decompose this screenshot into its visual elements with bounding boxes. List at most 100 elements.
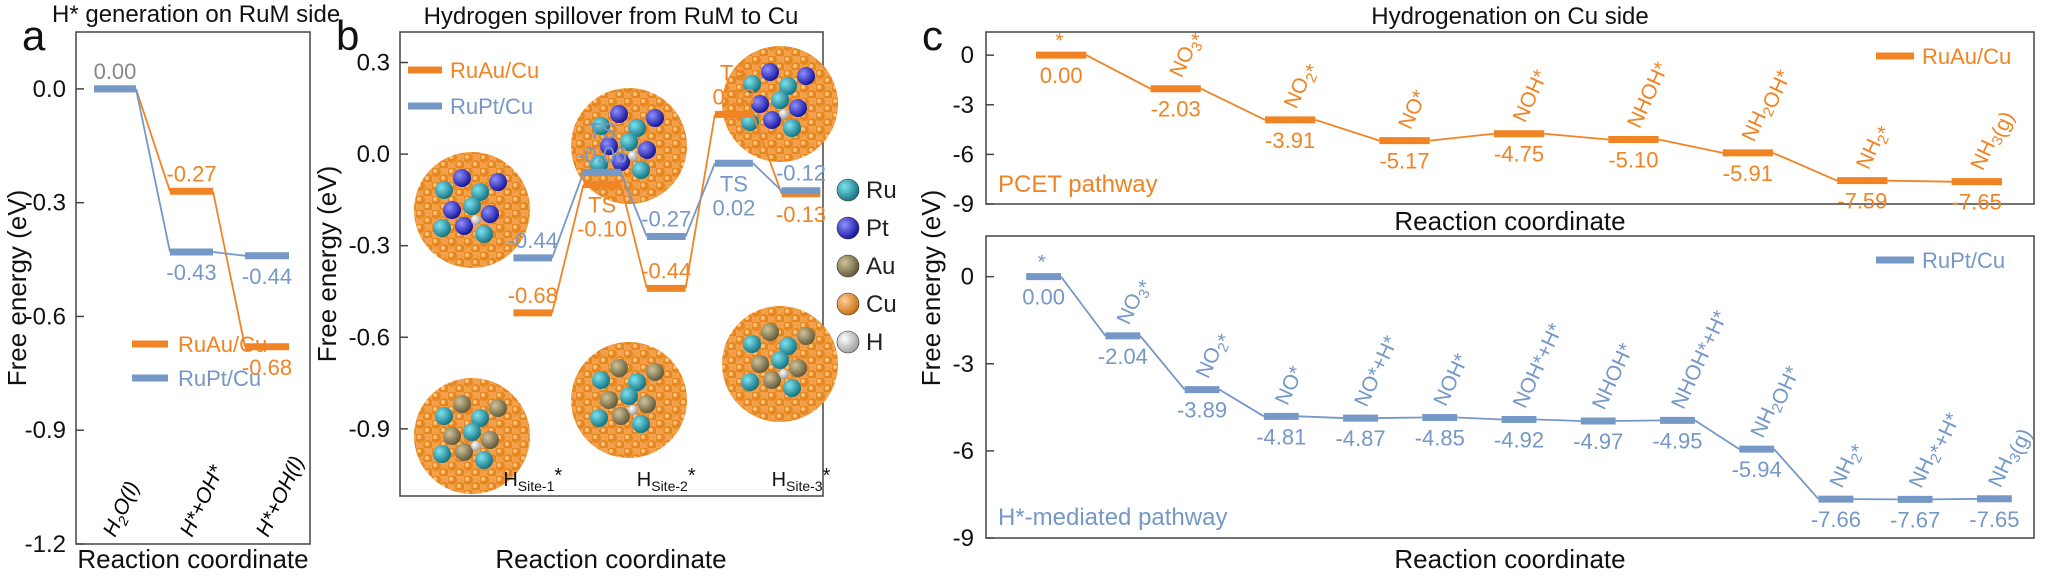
panel-c1-value-label: -5.17 [1379,149,1429,174]
metal-atom [489,399,507,417]
panel-c2-state-label: NO* [1271,363,1309,409]
metal-atom [481,205,499,223]
panel-c1-ytick-label: -9 [953,191,974,218]
panel-c1-connector [1086,55,1150,89]
h-atom [471,215,481,225]
panel-c1-state-label: NHOH* [1623,58,1673,131]
metal-atom [433,219,451,237]
panel-a-state-text: H*+OH(l) [252,453,309,540]
panel-c2-state-text: NOH*+H* [1509,320,1568,412]
panel-c2-value-label: -4.87 [1335,426,1385,451]
panel-c2-state-text: NO3* [1113,275,1159,330]
metal-atom [463,423,481,441]
panel-c2-state-text: NH2OH* [1746,361,1804,444]
structure-inset-atoms [571,342,687,458]
panel-a-rupt-value-label: -0.43 [166,260,216,285]
panel-c1-state-text: NH3(g) [1966,106,2019,176]
panel-b-rua-value-label: -0.10 [577,217,627,242]
panel-b-title: Hydrogen spillover from RuM to Cu [424,3,799,30]
metal-atom [592,371,610,389]
panel-c1-value-label: -2.03 [1151,97,1201,122]
panel-b-state-label: HSite-2* [637,465,696,494]
structure-inset [571,342,687,458]
panel-c2-state-label: NO*+H* [1350,332,1403,410]
panel-b-rupt-value-label: -0.12 [776,161,826,186]
metal-atom [789,359,807,377]
metal-atom [433,445,451,463]
panel-a-state-text: H*+OH* [176,461,229,540]
panel-c2-state-label: NH2* [1826,439,1871,493]
panel-c1-connector [1659,140,1723,153]
metal-atom [453,169,471,187]
panel-c1-legend-label: RuAu/Cu [1922,44,2011,69]
panel-b-state-label: HSite-1* [503,465,562,494]
panel-b-rua-ts-label: TS [720,60,748,85]
metal-atom [455,443,473,461]
panel-c-ylabel: Free energy (eV) [916,190,946,387]
metal-atom [638,141,656,159]
metal-atom [783,119,801,137]
panel-b-element-swatch-ru [837,179,859,201]
panel-c1-state-label: NH2OH* [1738,64,1796,147]
panel-c2-state-text: NO2* [1192,329,1238,384]
panel-b-rupt-value-label: 0.02 [713,195,756,220]
panel-c2-state-text: NHOH* [1588,340,1638,413]
panel-c2-value-label: -3.89 [1177,398,1227,423]
metal-atom [443,427,461,445]
panel-c1-value-label: -5.10 [1608,148,1658,173]
panel-c1-state-text: NHOH* [1623,58,1673,131]
panel-c2-annotation: H*-mediated pathway [998,504,1227,531]
panel-c2-state-text: NH2*+H* [1905,407,1965,493]
panel-c1-ytick-label: -3 [953,92,974,119]
panel-c2-connector [1536,420,1580,421]
panel-c-letter: c [922,12,943,59]
panel-c2-state-label: NO2* [1192,329,1238,384]
panel-c1-state-text: NOH* [1509,66,1553,125]
panel-c1-value-label: -5.91 [1723,161,1773,186]
panel-c1-state-text: NH2* [1852,121,1897,175]
panel-a-ytick-label: 0.0 [33,76,66,103]
panel-a-ytick-label: -1.2 [25,531,66,558]
panel-b-element-label: H [866,329,883,356]
panel-c1-annotation: PCET pathway [998,171,1158,198]
metal-atom [475,225,493,243]
panel-b-state-label: HSite-3* [772,465,831,494]
metal-atom [771,351,789,369]
panel-c2-legend-label: RuPt/Cu [1922,248,2005,273]
panel-c1-state-label: NO2* [1280,59,1326,114]
structure-inset-atoms [722,306,838,422]
panel-b-rupt-value-label: -0.44 [508,228,558,253]
panel-c2-state-label: NH3(g) [1984,423,2037,493]
panel-c1-ytick-label: 0 [961,42,974,69]
panel-c1-xlabel: Reaction coordinate [1394,206,1625,236]
panel-c2-state-text: NO*+H* [1350,332,1403,410]
panel-c2-value-label: -7.66 [1811,507,1861,532]
panel-c2-ytick-label: -9 [953,525,974,552]
metal-atom [620,387,638,405]
h-atom [779,369,789,379]
panel-b-ytick-label: -0.3 [349,233,390,260]
panel-c1-connector [1888,181,1952,182]
metal-atom [612,407,630,425]
panel-c1-state-text: NH2OH* [1738,64,1796,147]
panel-b-rua-ts-label: TS [588,193,616,218]
panel-c2-ytick-label: 0 [961,264,974,291]
panel-b-rupt-value-label: -0.27 [641,207,691,232]
panel-b-rupt-ts-label: TS [588,118,616,143]
metal-atom [455,217,473,235]
panel-c2-state-label: NHOH*+H* [1667,307,1732,412]
panel-c2-state-text: NH3(g) [1984,423,2037,493]
panel-a-ytick-label: -0.9 [25,417,66,444]
panel-b-rua-value-label: -0.68 [508,283,558,308]
metal-atom [632,161,650,179]
metal-atom [489,173,507,191]
panel-b-legend-label: RuAu/Cu [450,58,539,83]
panel-a-rua-connector [136,89,170,191]
panel-c-title: Hydrogenation on Cu side [1371,3,1649,30]
panel-b-rua-value-label: -0.13 [776,202,826,227]
panel-c2-state-label: NHOH* [1588,340,1638,413]
panel-b-element-swatch-pt [837,217,859,239]
panel-c2-connector [1616,420,1660,421]
metal-atom [590,409,608,427]
panel-c1-connector [1544,134,1608,140]
